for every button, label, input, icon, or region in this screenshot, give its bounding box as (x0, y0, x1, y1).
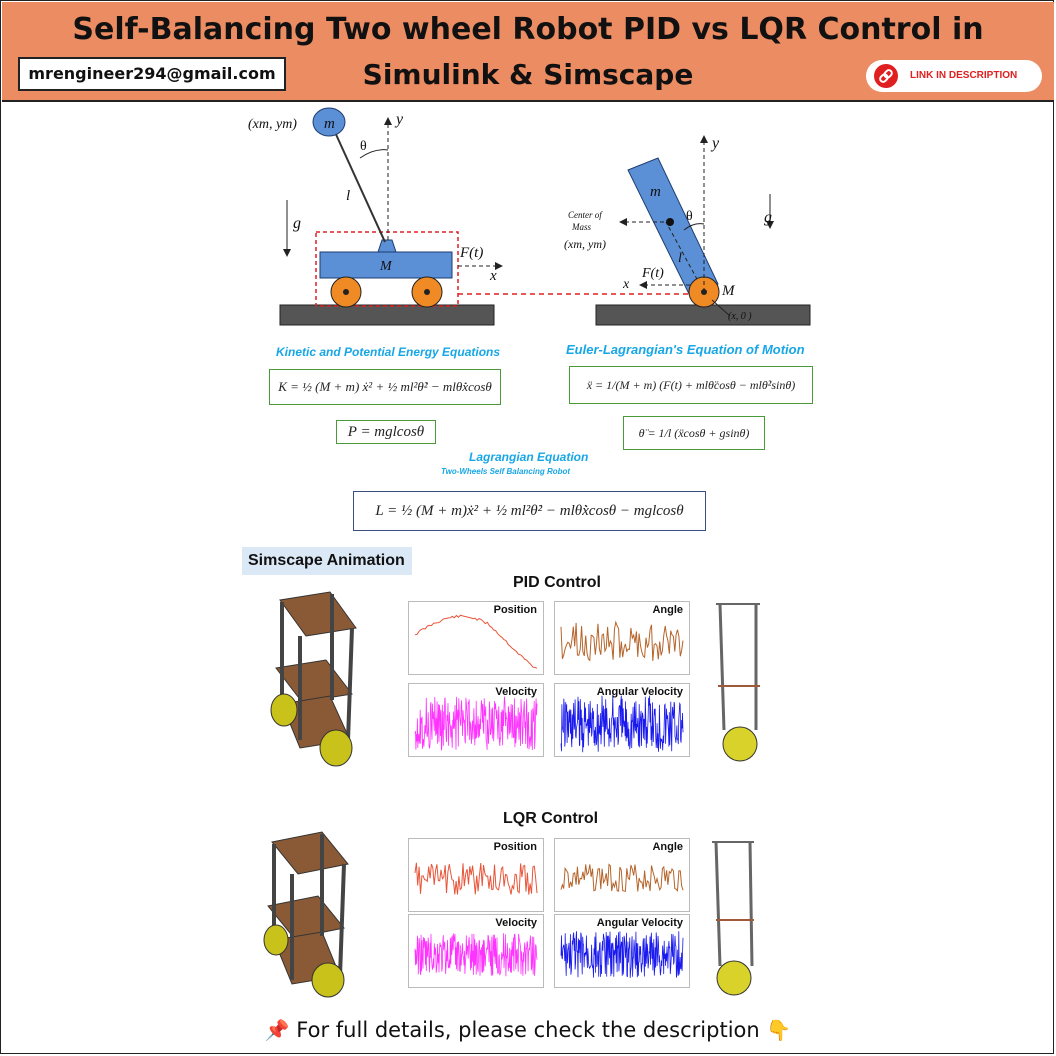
lqr-robot-front-view (712, 841, 754, 996)
signal-trace (414, 862, 538, 895)
ground-right (595, 304, 811, 326)
plot-title: Velocity (495, 686, 537, 698)
origin-label: (x, 0 ) (728, 311, 752, 322)
lqr-velocity-plot: Velocity (408, 914, 544, 988)
gravity-label-right: g (764, 209, 772, 226)
length-label-right: l (678, 251, 682, 266)
y-label-right: y (710, 135, 720, 152)
plot-title: Position (493, 841, 537, 853)
footer: 📌 For full details, please check the des… (0, 1018, 1056, 1042)
theta-label-right: θ (686, 209, 693, 224)
signal-trace (414, 614, 538, 669)
lqr-position-plot: Position (408, 838, 544, 912)
mass-label-left: m (324, 116, 335, 132)
force-label-right: F(t) (641, 266, 664, 281)
link-in-description-badge[interactable]: LINK IN DESCRIPTION (866, 60, 1042, 92)
pushpin-icon: 📌 (264, 1018, 290, 1042)
title-line2: Simulink & Simscape (362, 58, 694, 91)
signal-trace (414, 696, 538, 751)
email-badge[interactable]: mrengineer294@gmail.com (18, 57, 286, 91)
y-label-left: y (394, 111, 404, 128)
mass-coord-left: (xm, ym) (248, 117, 297, 132)
mass-coord-right: (xm, ym) (564, 237, 606, 251)
theta-label-left: θ (360, 139, 367, 154)
kinetic-equation: K = ½ (M + m) ẋ² + ½ ml²θ̇² − mlθ̇ẋcosθ (269, 369, 501, 405)
lqr-velocity-signal (414, 933, 538, 977)
plot-title: Angular Velocity (596, 917, 683, 929)
pid-robot-front-view (716, 603, 760, 762)
force-label-left: F(t) (459, 245, 483, 261)
plot-title: Angle (652, 841, 683, 853)
plot-title: Position (493, 604, 537, 616)
mass-label-right: m (650, 184, 661, 200)
center-of-mass-label-1: Center of (568, 210, 603, 220)
pendulum-body-right (627, 157, 719, 297)
signal-trace (560, 863, 684, 892)
pid-velocity-signal (414, 696, 538, 751)
theta-arc-left (359, 149, 389, 159)
link-badge-text: LINK IN DESCRIPTION (910, 70, 1018, 81)
lqr-angular-velocity-signal (560, 931, 684, 978)
title-line1: Self-Balancing Two wheel Robot PID vs LQ… (72, 12, 984, 47)
lagrangian-sublabel: Two-Wheels Self Balancing Robot (441, 467, 571, 476)
lqr-angle-plot: Angle (554, 838, 690, 912)
origin-leader (711, 299, 731, 317)
kinetic-label: Kinetic and Potential Energy Equations (276, 345, 501, 359)
center-of-mass-dot (666, 218, 674, 226)
lqr-position-signal (414, 862, 538, 895)
signal-trace (560, 931, 684, 978)
simscape-animation-label: Simscape Animation (242, 547, 412, 575)
length-label-left: l (346, 188, 350, 204)
plot-title: Velocity (495, 917, 537, 929)
header-banner: Self-Balancing Two wheel Robot PID vs LQ… (2, 2, 1054, 102)
plot-title: Angular Velocity (596, 686, 683, 698)
signal-trace (560, 694, 684, 753)
pid-position-signal (414, 614, 538, 669)
footer-text: For full details, please check the descr… (296, 1018, 760, 1042)
wheel-hub (424, 289, 430, 295)
cart-dashed-box (315, 231, 459, 307)
wheel-hub (343, 289, 349, 295)
center-of-mass-label-2: Mass (571, 222, 591, 232)
pid-control-title: PID Control (513, 574, 601, 591)
pid-angular-velocity-signal (560, 694, 684, 753)
pid-velocity-plot: Velocity (408, 683, 544, 757)
signal-trace (414, 933, 538, 977)
lagrangian-equation: L = ½ (M + m)ẋ² + ½ ml²θ̇² − mlθ̇ẋcosθ −… (353, 491, 706, 531)
euler-x-equation: ẍ = 1/(M + m) (F(t) + mlθ̈cosθ − mlθ̇²si… (569, 366, 813, 404)
lqr-angle-signal (560, 863, 684, 892)
pid-angle-plot: Angle (554, 601, 690, 675)
lqr-robot-3d (263, 831, 349, 998)
link-icon (874, 64, 898, 88)
ground-left (279, 304, 495, 326)
pendulum-rod (333, 129, 386, 243)
pid-angle-signal (560, 620, 684, 662)
cart-pivot (377, 239, 397, 253)
hand-pointing-down-icon: 👇 (766, 1018, 792, 1042)
lagrangian-label: Lagrangian Equation (469, 450, 589, 464)
gravity-label-left: g (293, 215, 301, 232)
lqr-control-title: LQR Control (503, 810, 599, 827)
x-label-left: x (489, 268, 497, 284)
cart-label: M (379, 259, 393, 274)
pid-position-plot: Position (408, 601, 544, 675)
signal-trace (560, 620, 684, 662)
potential-equation: P = mglcosθ (336, 420, 436, 444)
x-label-right: x (622, 277, 630, 292)
pendulum-axis-right (665, 221, 705, 293)
plot-title: Angle (652, 604, 683, 616)
cart-body (319, 251, 453, 279)
pid-robot-3d (270, 591, 357, 767)
pid-angular-velocity-plot: Angular Velocity (554, 683, 690, 757)
lqr-angular-velocity-plot: Angular Velocity (554, 914, 690, 988)
euler-theta-equation: θ̈ = 1/l (ẍcosθ + gsinθ) (623, 416, 765, 450)
theta-arc-right (683, 223, 705, 231)
pendulum-mass (312, 107, 346, 137)
wheel-mass-label: M (721, 283, 736, 299)
euler-label: Euler-Lagrangian's Equation of Motion (566, 342, 805, 357)
